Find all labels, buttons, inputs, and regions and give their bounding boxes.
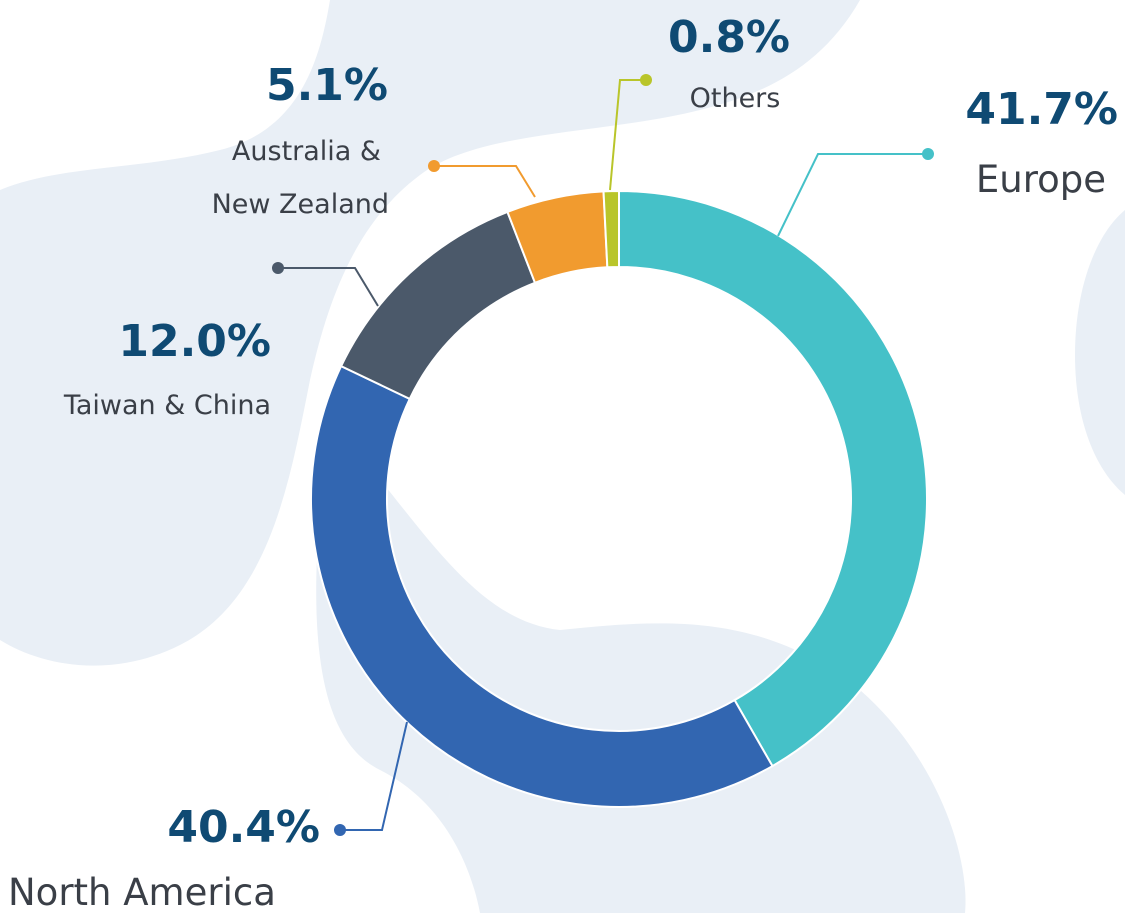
leader-line-others (609, 79, 646, 191)
data-label-europe-name: Europe (976, 158, 1106, 201)
donut-slice-north-america (310, 364, 774, 808)
leader-dot-europe (922, 148, 934, 160)
data-label-australia-nz-line2: New Zealand (212, 189, 389, 220)
donut-slice-others (602, 189, 620, 269)
donut-segments (310, 189, 928, 808)
leader-line-europe (777, 153, 928, 237)
leader-lines (272, 74, 934, 836)
data-label-australia-nz-line1: Australia & (232, 136, 381, 167)
leader-dot-australia-nz (428, 160, 440, 172)
data-label-taiwan-china-name: Taiwan & China (63, 390, 271, 421)
data-label-australia-nz-pct: 5.1% (266, 60, 388, 111)
background-blob (0, 0, 860, 666)
data-label-others-pct: 0.8% (668, 12, 790, 63)
data-label-taiwan-china-pct: 12.0% (118, 316, 271, 367)
data-label-north-america-pct: 40.4% (167, 802, 320, 853)
donut-slice-taiwan-china (339, 210, 537, 401)
background-blob (316, 420, 966, 913)
background-blob (1075, 210, 1125, 495)
leader-dot-north-america (334, 824, 346, 836)
data-label-north-america-name: North America (8, 871, 276, 913)
leader-line-taiwan-china (278, 267, 379, 307)
leader-dot-taiwan-china (272, 262, 284, 274)
data-label-europe-pct: 41.7% (965, 84, 1118, 135)
leader-line-north-america (340, 721, 408, 831)
leader-dot-others (640, 74, 652, 86)
donut-slice-europe (618, 189, 928, 768)
callout-labels: 41.7% Europe 40.4% North America 12.0% T… (8, 12, 1118, 913)
leader-line-australia-nz (434, 165, 536, 198)
data-label-others-name: Others (690, 83, 781, 114)
